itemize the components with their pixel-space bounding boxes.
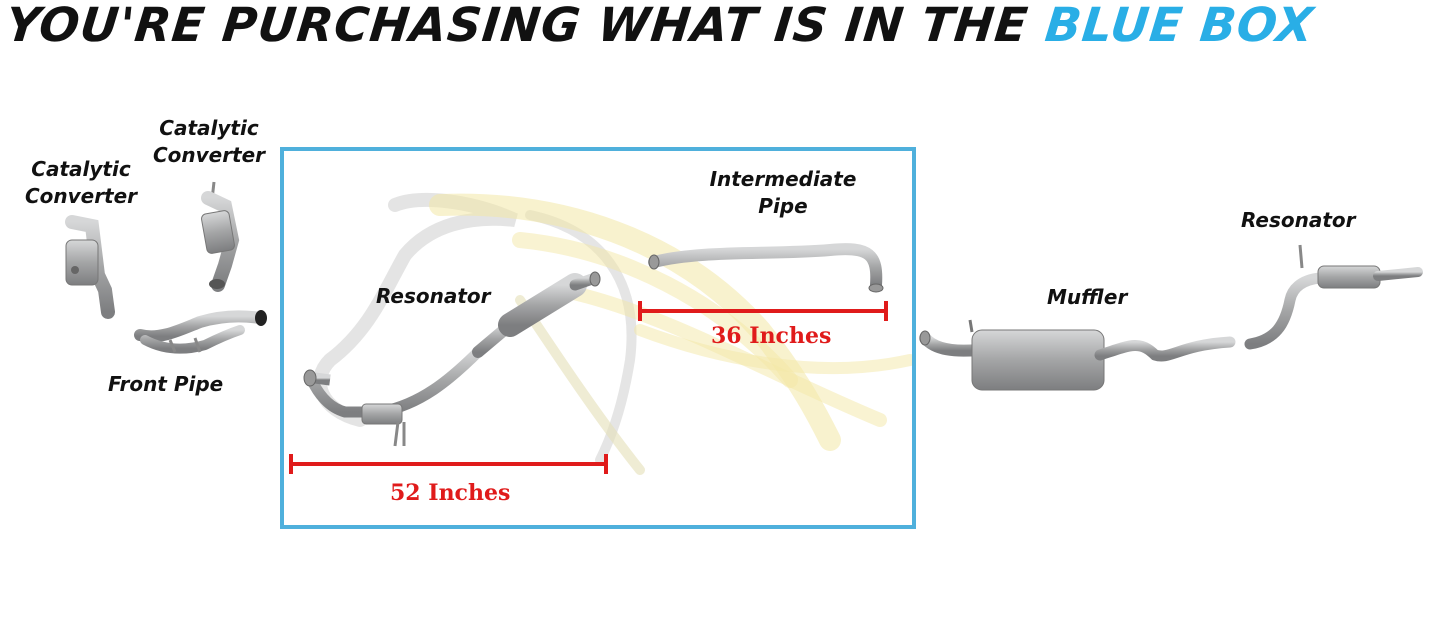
- measure-52-line: [289, 454, 608, 474]
- measure-36-line: [638, 301, 888, 321]
- front-pipe-label: Front Pipe: [108, 372, 224, 396]
- measure-36-label: 36 Inches: [711, 323, 832, 349]
- resonator-in-box-part: [303, 271, 601, 447]
- cat-converter-left-line1: Catalytic: [31, 157, 131, 181]
- catalytic-converter-left-part: [65, 215, 115, 319]
- resonator-right-part: [1244, 244, 1423, 350]
- intermediate-pipe-line1: Intermediate: [709, 167, 857, 191]
- cat-converter-right-line1: Catalytic: [159, 116, 259, 140]
- cat-converter-left-label: Catalytic Converter: [18, 156, 144, 210]
- measure-52-label: 52 Inches: [390, 480, 511, 506]
- intermediate-pipe-label: Intermediate Pipe: [700, 166, 866, 220]
- cat-converter-right-line2: Converter: [152, 143, 266, 167]
- blue-box: [280, 147, 916, 529]
- cat-converter-left-line2: Converter: [24, 184, 138, 208]
- muffler-label: Muffler: [1047, 285, 1128, 309]
- muffler-part: [919, 319, 1236, 391]
- intermediate-pipe-line2: Pipe: [758, 194, 808, 218]
- resonator-right-label: Resonator: [1241, 208, 1356, 232]
- front-pipe-part: [134, 310, 267, 354]
- catalytic-converter-right-part: [201, 181, 240, 292]
- cat-converter-right-label: Catalytic Converter: [146, 115, 272, 169]
- intermediate-pipe-part: [648, 243, 884, 293]
- resonator-in-box-label: Resonator: [376, 284, 491, 308]
